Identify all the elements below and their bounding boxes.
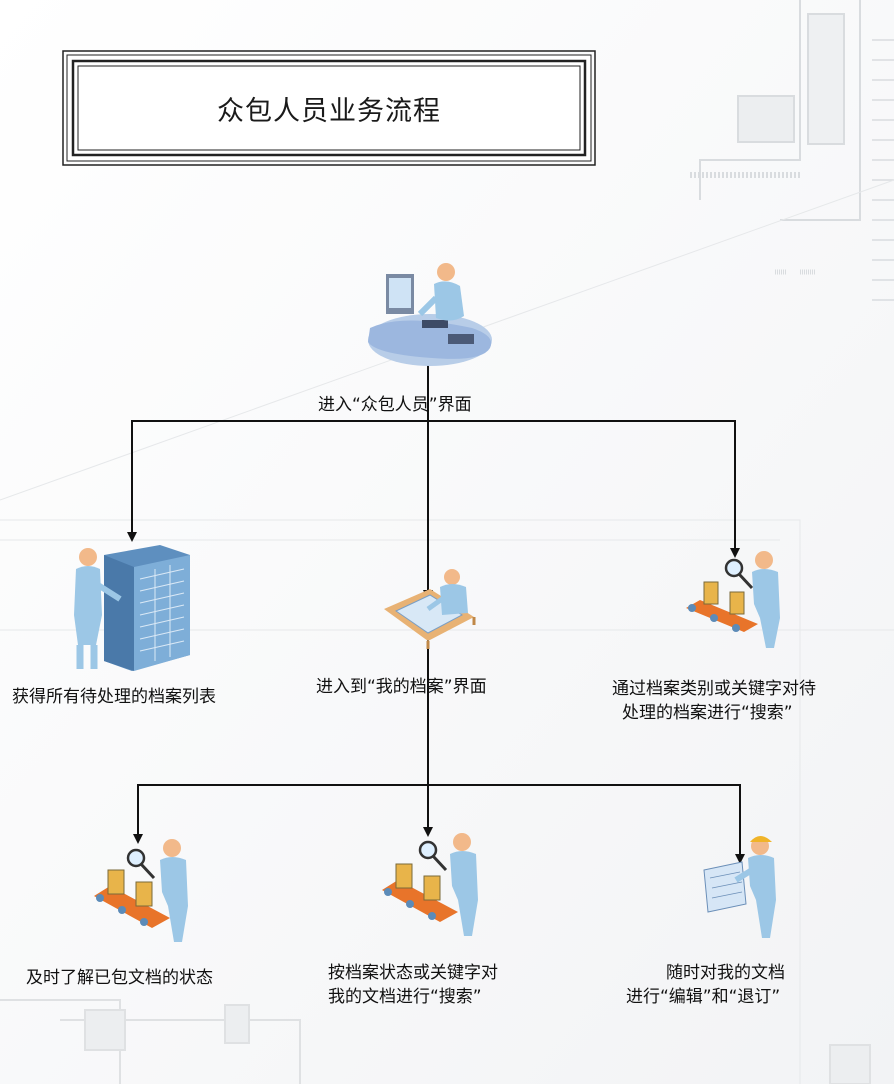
node-label-right2-line2: 进行“编辑”和“退订”	[626, 987, 781, 1007]
title-border	[62, 50, 596, 166]
conveyor-magnifier-person-icon	[382, 833, 478, 936]
node-label-center2-line2: 我的文档进行“搜索”	[328, 987, 482, 1007]
connector-bottom-right	[428, 784, 745, 864]
node-label-right2-line1: 随时对我的文档	[666, 963, 785, 983]
connector-top-left	[127, 420, 428, 542]
server-rack-person-icon	[74, 545, 190, 671]
node-label-right1-line2: 处理的档案进行“搜索”	[622, 703, 793, 723]
title-frame: 众包人员业务流程	[62, 50, 596, 166]
node-label-left2: 及时了解已包文档的状态	[26, 968, 213, 988]
workstation-person-icon	[368, 263, 492, 366]
node-label-top: 进入“众包人员”界面	[318, 395, 472, 415]
node-label-left1: 获得所有待处理的档案列表	[12, 687, 216, 707]
conveyor-magnifier-person-icon	[686, 551, 780, 648]
blueprint-desk-person-icon	[384, 569, 476, 649]
hardhat-blueprint-person-icon	[703, 836, 776, 938]
node-label-right1-line1: 通过档案类别或关键字对待	[612, 679, 816, 699]
node-label-center1: 进入到“我的档案”界面	[316, 677, 487, 697]
diagram-title: 众包人员业务流程	[217, 95, 441, 127]
conveyor-magnifier-person-icon	[94, 839, 188, 942]
connector-bottom-left	[133, 784, 428, 844]
connector-top-right	[428, 420, 740, 558]
node-label-center2-line1: 按档案状态或关键字对	[328, 963, 498, 983]
